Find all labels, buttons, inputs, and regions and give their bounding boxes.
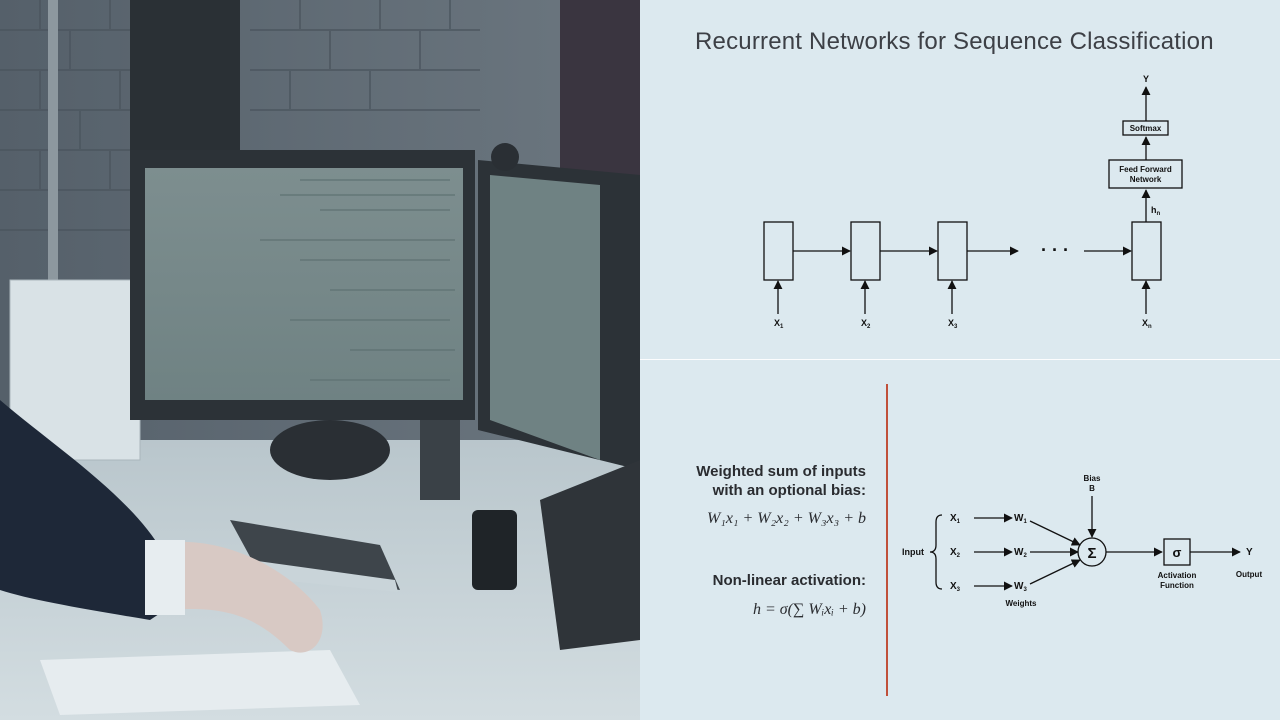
webcam [491,143,519,171]
neuron-diagram: Input X1 X2 X3 W1 W2 W3 Weights Bias B Σ… [902,474,1263,608]
hidden-state-label: hn [1151,205,1161,217]
weighted-sum-formula: W₁x₁ + W₂x₂ + W₃x₃ + b [706,510,866,527]
rnn-cell-1 [763,221,794,281]
ffn-label-line1: Feed Forward [1119,165,1172,174]
neuron-x2-label: X2 [950,547,961,559]
neuron-output-label: Output [1236,570,1263,579]
sequence-ellipsis: · · · [1041,240,1069,260]
input-label-n: Xn [1142,318,1152,330]
weighted-sum-line2: with an optional bias: [712,482,866,499]
rnn-cell-n [1131,221,1162,281]
monitor-left-stand [420,420,460,500]
w3-to-sum-arrow [1029,559,1081,585]
bias-label-line1: Bias [1084,474,1101,483]
activation-heading: Non-linear activation: [712,572,866,589]
activation-label-line2: Function [1160,581,1194,590]
input-label-2: X2 [861,318,871,330]
activation-symbol: σ [1173,545,1182,560]
monitor-left-screen [145,168,463,400]
weight-w2-label: W2 [1014,547,1027,559]
keyboard-edge [250,560,398,592]
desk-phone [540,460,640,650]
shirt-cuff [145,540,185,615]
slide-panel [640,0,1280,720]
monitor-right-screen [490,175,600,460]
input-label-3: X3 [948,318,958,330]
softmax-label: Softmax [1130,124,1162,133]
office-photo [0,0,640,720]
slide-title: Recurrent Networks for Sequence Classifi… [695,28,1214,55]
person-hand [150,541,323,653]
weight-w3-label: W3 [1014,581,1027,593]
weighted-sum-heading: Weighted sum of inputs with an optional … [696,462,866,500]
weights-label: Weights [1006,599,1038,608]
door-frame [560,0,640,180]
neuron-x1-label: X1 [950,513,961,525]
rnn-output-label: Y [1143,74,1149,84]
speaker [130,0,240,150]
bias-label-line2: B [1089,484,1095,493]
activation-label-line1: Activation [1158,571,1197,580]
input-brace [929,514,943,590]
activation-formula: h = σ(∑ Wᵢxᵢ + b) [752,601,866,618]
pipe [48,0,58,400]
rnn-diagram: · · · Y Softmax Feed Forward Network hn … [763,74,1183,330]
ffn-label-line2: Network [1130,175,1162,184]
sigma-sum-symbol: Σ [1087,545,1096,562]
vertical-separator [886,384,888,696]
input-label: Input [902,547,924,557]
neuron-output-symbol: Y [1246,547,1253,558]
headphones [270,420,390,480]
input-label-1: X1 [774,318,784,330]
section-divider [640,359,1280,360]
rnn-cell-3 [937,221,968,281]
paper-sheet [40,650,360,715]
weighted-sum-line1: Weighted sum of inputs [696,463,866,480]
neuron-x3-label: X3 [950,581,961,593]
weight-w1-label: W1 [1014,513,1027,525]
person-arm [0,400,180,620]
w1-to-sum-arrow [1029,520,1081,546]
rnn-cell-2 [850,221,881,281]
stamp [472,510,517,590]
